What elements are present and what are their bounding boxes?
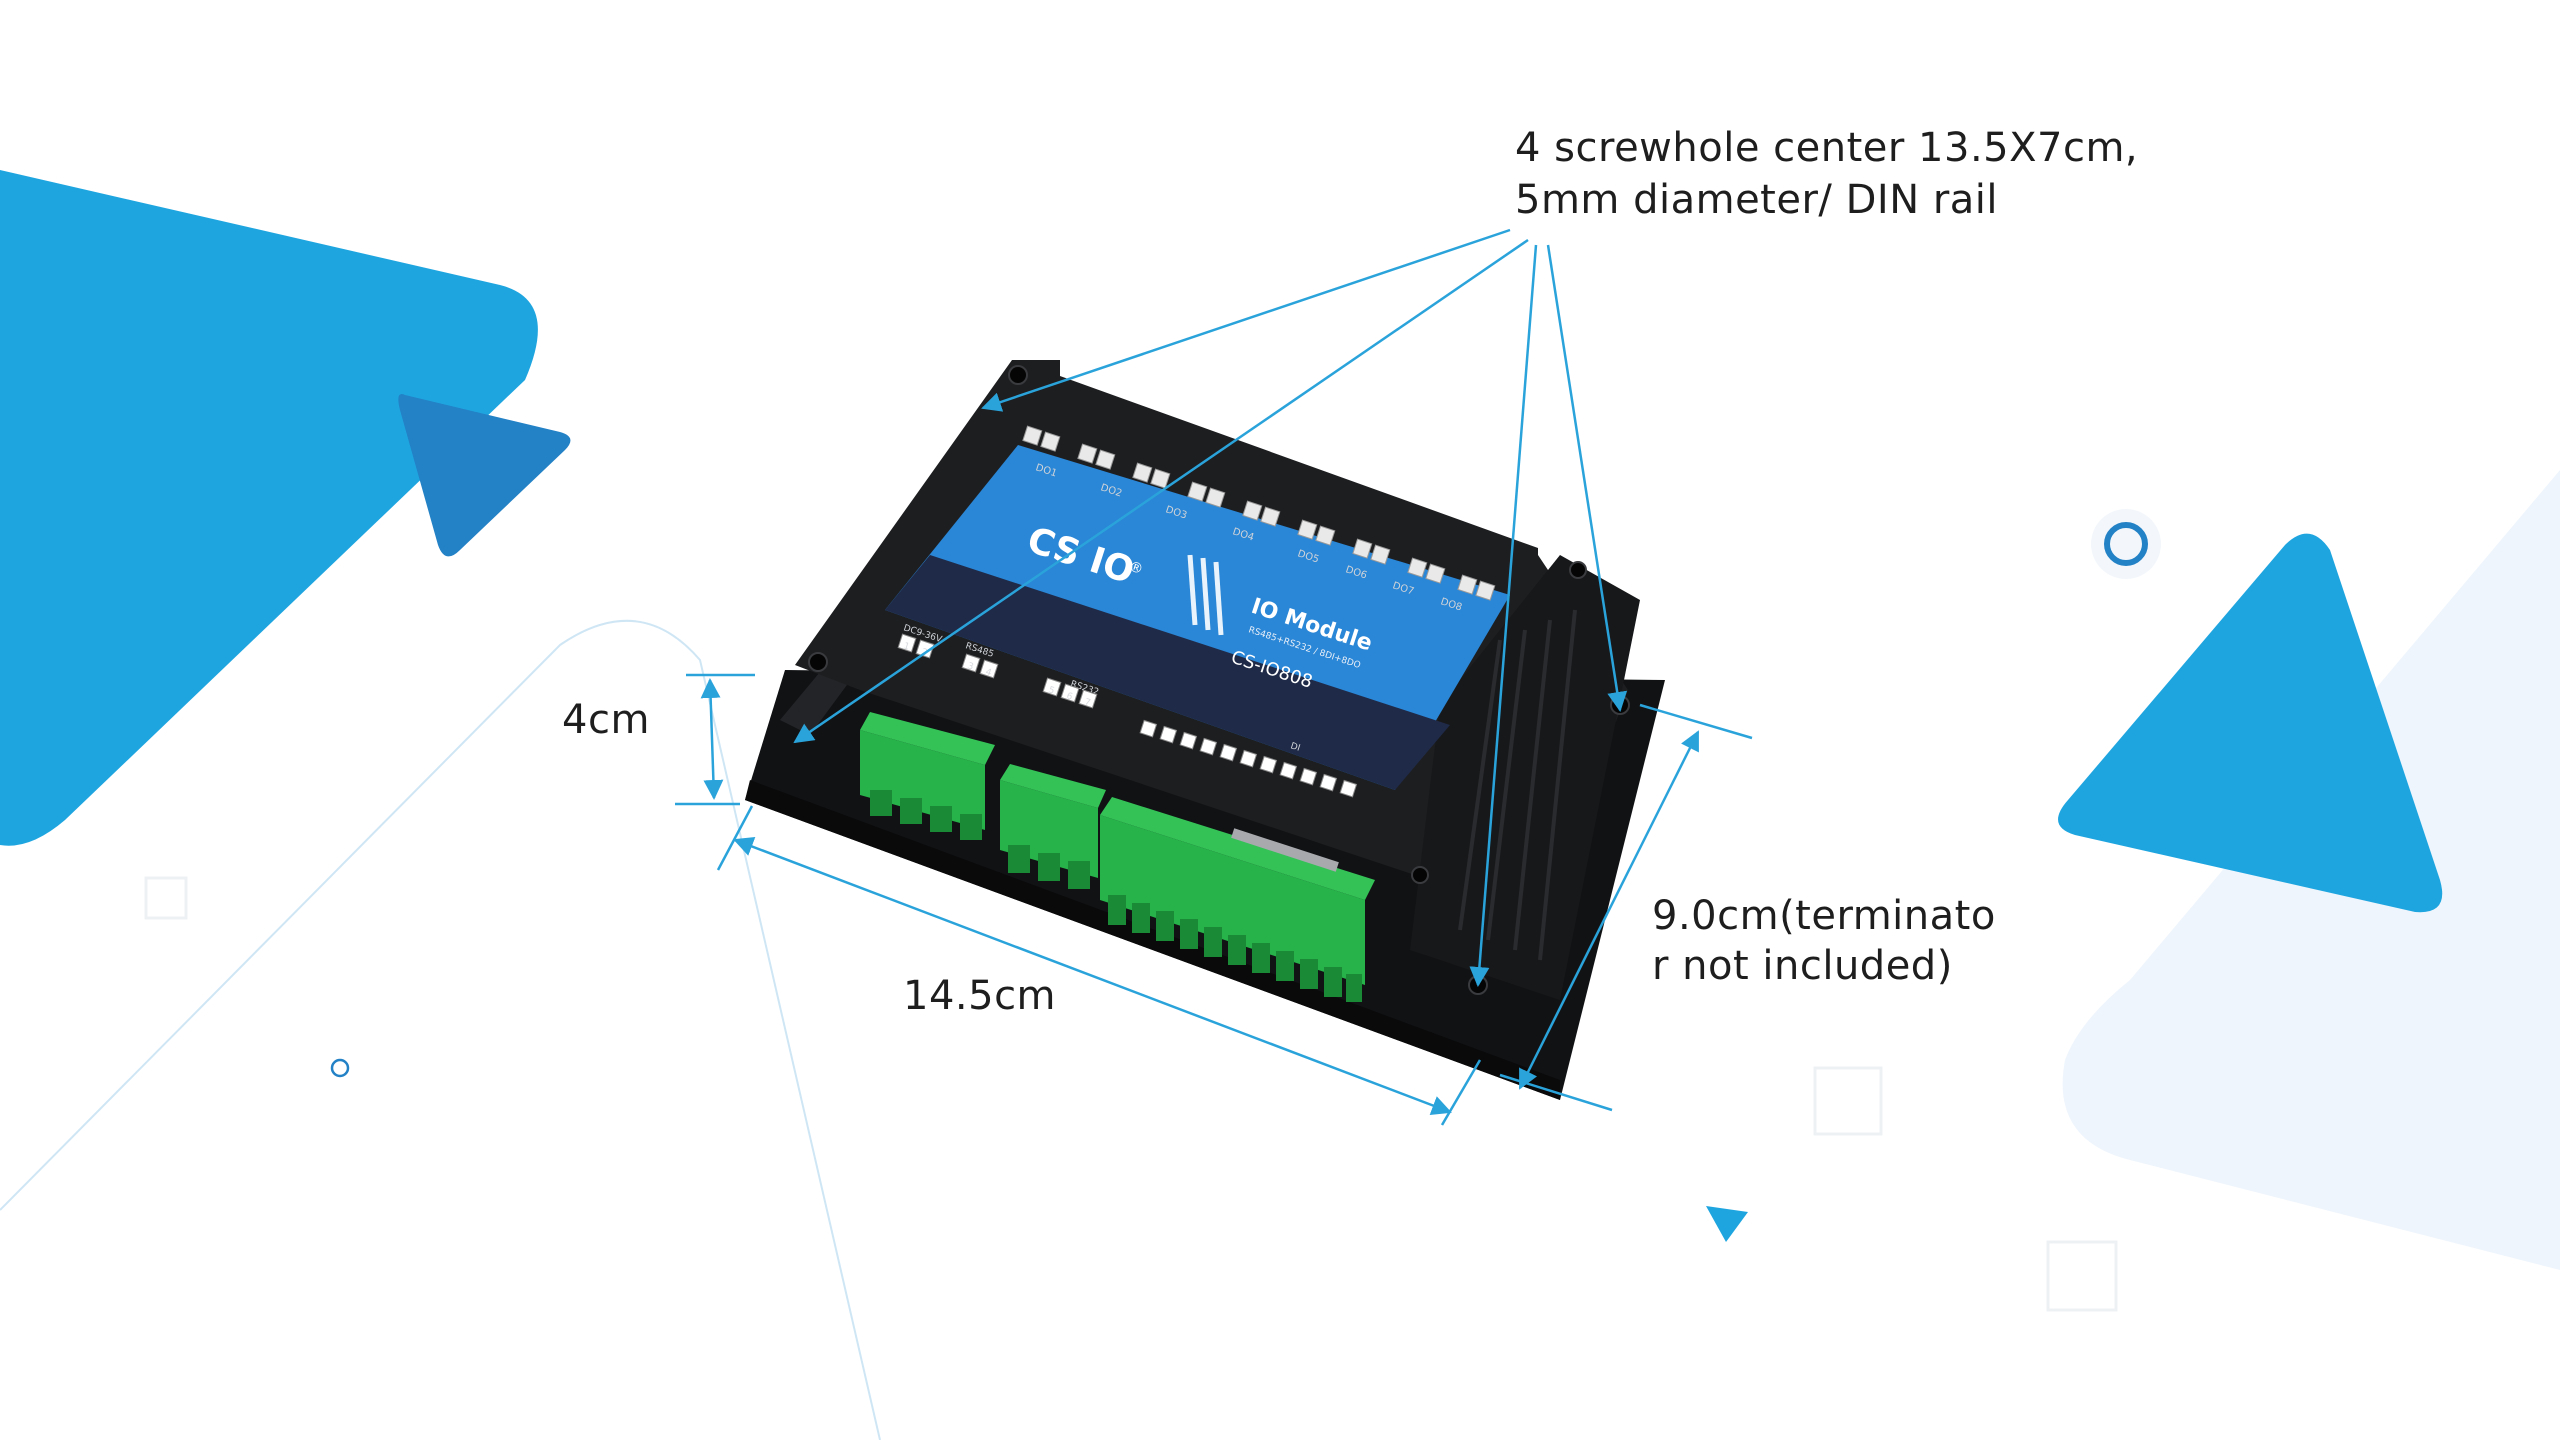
width-ext-top <box>1639 703 1753 740</box>
svg-text:4: 4 <box>984 667 993 678</box>
green-terminal-block-1 <box>860 712 995 840</box>
screwhole-pointer-3 <box>1469 244 1538 987</box>
svg-text:1: 1 <box>902 641 911 652</box>
svg-text:3: 3 <box>966 661 975 672</box>
svg-text:5: 5 <box>1047 685 1056 696</box>
device-dark-panel <box>885 555 1450 790</box>
width-dimension-label-line-1: 9.0cm(terminato <box>1652 893 1996 939</box>
width-dimension-label-line-2: r not included) <box>1652 943 1953 989</box>
length-dimension-label: 14.5cm <box>903 973 1057 1019</box>
right-blue-triangle <box>2058 533 2443 913</box>
faint-square-1 <box>144 876 188 920</box>
screwhole-spec-line-1: 4 screwhole center 13.5X7cm, <box>1515 125 2139 171</box>
screwhole-pointer-1 <box>981 228 1511 412</box>
device-brand-mark: ® <box>1127 559 1145 579</box>
pin-number-boxes <box>897 633 1098 709</box>
faint-square-2 <box>1813 1066 1883 1136</box>
device-di-label: DI <box>1289 741 1301 753</box>
screwhole-pointer-2 <box>793 238 1529 744</box>
ring-icon-halo <box>2091 509 2161 579</box>
small-triangle-icon <box>1706 1206 1748 1242</box>
thin-arc-1 <box>0 619 881 1440</box>
ring-icon <box>2104 522 2148 566</box>
length-ext-right <box>1440 1059 1482 1126</box>
screwhole-spec-line-2: 5mm diameter/ DIN rail <box>1515 177 1999 223</box>
left-blue-triangle <box>0 170 538 846</box>
height-arrow <box>700 678 724 800</box>
svg-text:7: 7 <box>1083 697 1092 708</box>
di-pin-boxes <box>1139 719 1358 798</box>
length-ext-left <box>716 805 754 871</box>
length-arrow <box>733 837 1452 1115</box>
width-arrow <box>1518 730 1700 1090</box>
width-ext-bottom <box>1499 1073 1613 1112</box>
height-dimension-label: 4cm <box>562 697 650 743</box>
faint-square-3 <box>2046 1240 2118 1312</box>
do-terminal-row <box>1022 425 1496 601</box>
screwhole-pointer-4 <box>1546 244 1628 712</box>
left-dark-triangle <box>398 394 571 557</box>
small-ring-icon <box>330 1058 350 1078</box>
svg-text:6: 6 <box>1065 691 1074 702</box>
